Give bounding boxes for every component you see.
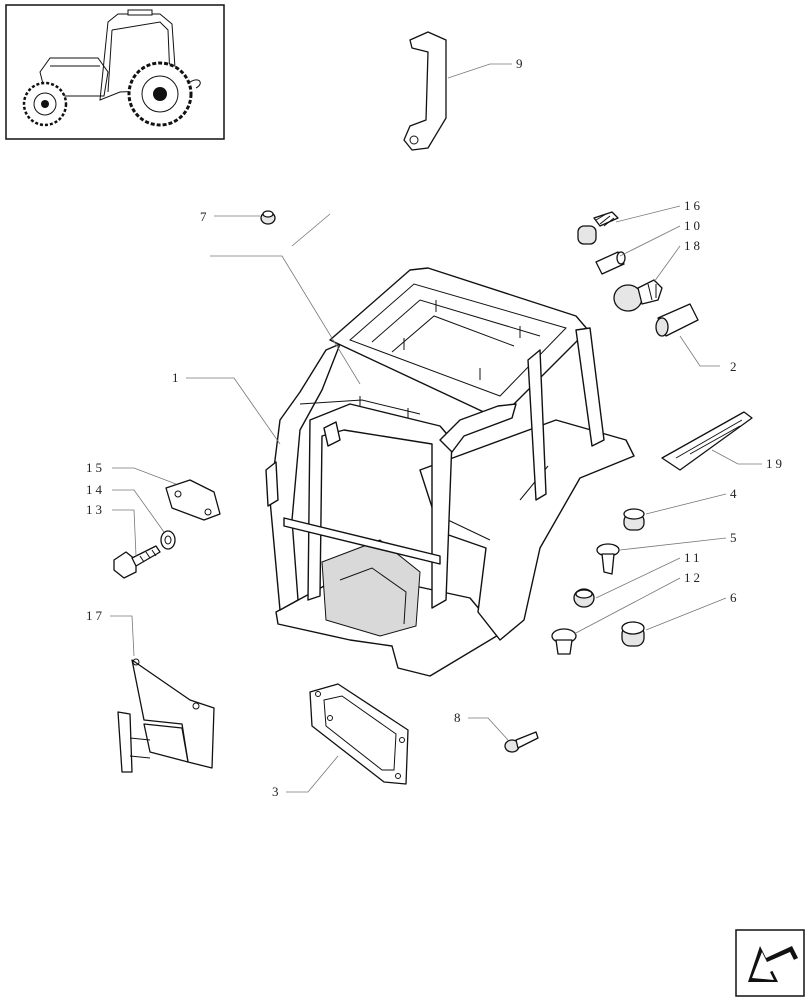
part-10-sleeve (595, 251, 626, 275)
callout-1: 1 (172, 370, 182, 385)
callout-13: 13 (86, 502, 105, 517)
part-11-cap (573, 588, 595, 608)
part-19-wedge (661, 411, 753, 471)
callout-7: 7 (200, 209, 210, 224)
tractor-thumbnail-icon (5, 4, 225, 140)
callout-19: 19 (766, 456, 785, 471)
callout-18: 18 (684, 238, 703, 253)
callout-9: 9 (516, 56, 526, 71)
callout-16: 16 (684, 198, 703, 213)
part-17-bracket (117, 658, 215, 773)
part-3-gasket (309, 683, 409, 785)
next-page-arrow-icon[interactable] (735, 929, 805, 997)
leader-lines (110, 63, 762, 793)
callout-6: 6 (730, 590, 740, 605)
callout-3: 3 (272, 784, 282, 799)
part-16-plug (577, 211, 619, 245)
part-9-bracket (403, 31, 447, 151)
callout-2: 2 (730, 359, 740, 374)
part-2-spacer (655, 303, 699, 337)
part-14-washer (160, 530, 176, 550)
part-5-rivet (596, 543, 620, 575)
callout-labels: 1 2 3 4 5 6 7 8 9 10 11 12 13 14 15 16 1… (86, 56, 785, 799)
part-1-cab-frame (265, 267, 635, 677)
part-6-bushing (621, 621, 645, 647)
part-18-clip (613, 279, 663, 312)
part-8-screw (504, 731, 539, 753)
part-13-bolt (113, 545, 161, 579)
callout-15: 15 (86, 460, 105, 475)
callout-10: 10 (684, 218, 703, 233)
callout-14: 14 (86, 482, 105, 497)
callout-4: 4 (730, 486, 740, 501)
part-12-plug (551, 628, 577, 655)
part-7-grommet (260, 210, 276, 225)
callout-17: 17 (86, 608, 105, 623)
callout-11: 11 (684, 550, 703, 565)
part-4-bushing (623, 508, 645, 531)
callout-8: 8 (454, 710, 464, 725)
callout-5: 5 (730, 530, 740, 545)
callout-12: 12 (684, 570, 703, 585)
part-15-plate (165, 479, 221, 521)
